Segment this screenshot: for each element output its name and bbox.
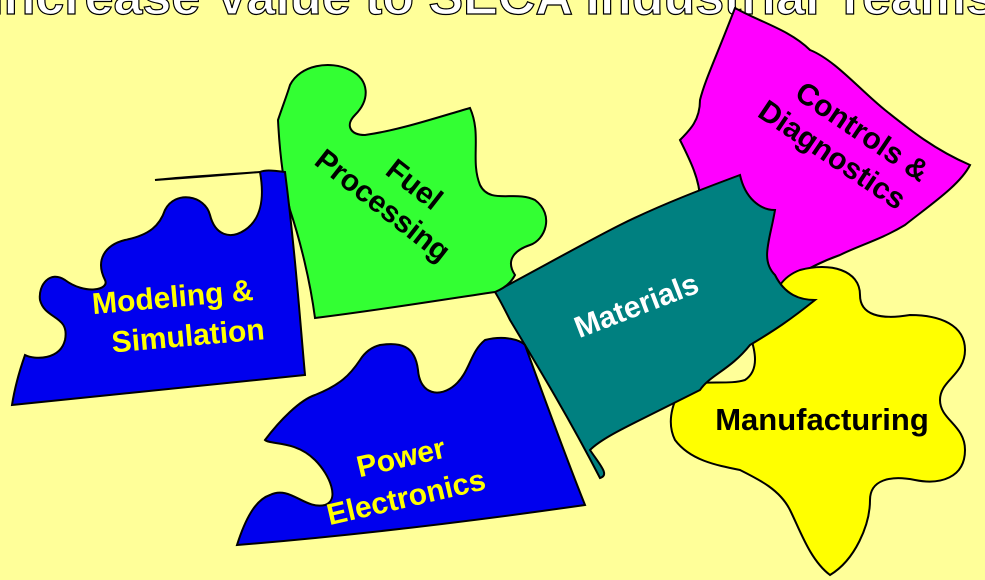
manufacturing-piece-shape xyxy=(669,266,967,577)
page-title: Increase Value to SECA Industrial Teams xyxy=(0,0,985,26)
puzzle-piece-materials: Materials xyxy=(493,173,818,480)
puzzle-piece-power: Power Electronics xyxy=(235,336,587,547)
materials-piece-shape xyxy=(493,173,818,480)
puzzle-piece-modeling: Modeling & Simulation xyxy=(10,169,307,407)
puzzle-piece-manufacturing: Manufacturing xyxy=(669,266,967,577)
manufacturing-label: Manufacturing xyxy=(715,402,929,437)
modeling-piece-shape xyxy=(10,169,307,407)
puzzle-piece-fuel: Fuel Processing xyxy=(276,64,548,320)
fuel-piece-shape xyxy=(276,64,548,320)
power-piece-shape xyxy=(235,336,587,547)
